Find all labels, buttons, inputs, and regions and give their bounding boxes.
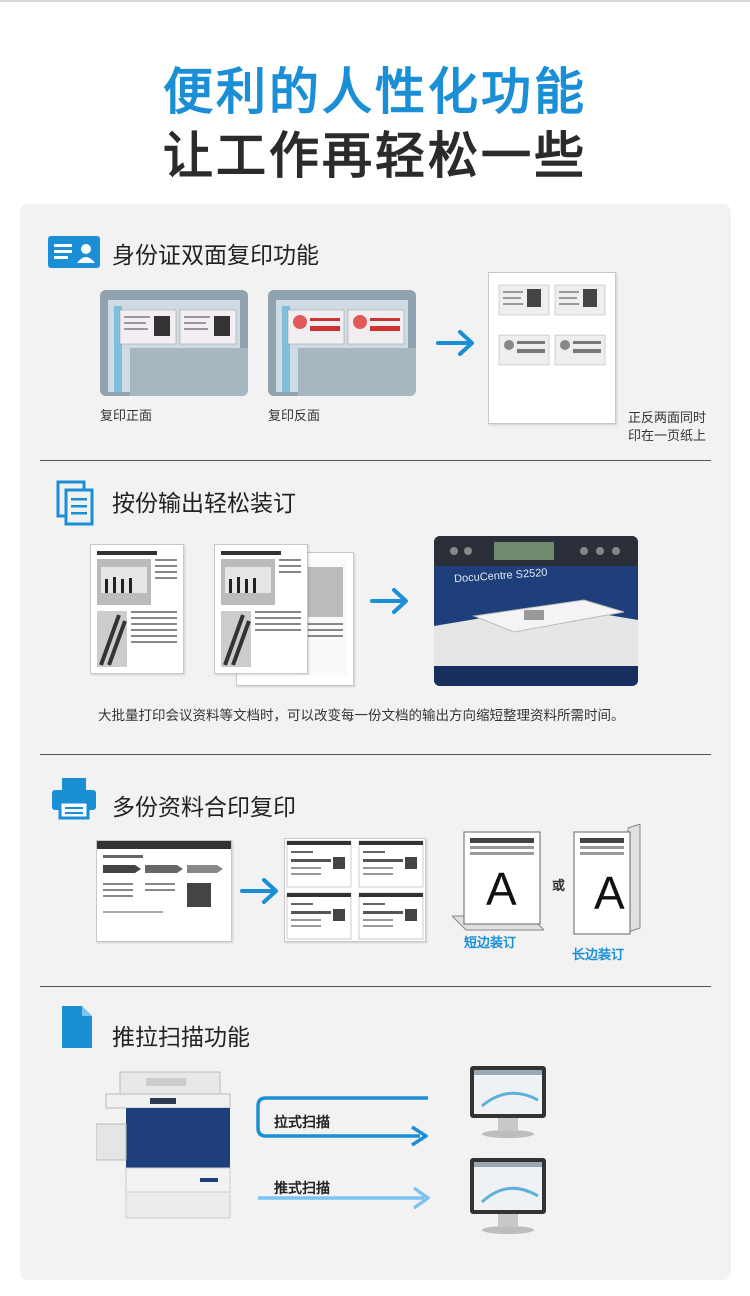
monitor-icon [468,1064,548,1142]
multifunction-printer-image [95,1068,232,1226]
id-back-photo [268,290,416,396]
printer-icon [50,776,98,825]
section-title-id-copy: 身份证双面复印功能 [112,242,319,268]
file-icon [60,1004,94,1055]
pull-scan-arrow [252,1092,432,1150]
push-scan-arrow [254,1180,434,1210]
section-title-scan: 推拉扫描功能 [112,1024,250,1050]
short-edge-label: 短边装订 [464,935,517,950]
id-front-photo [100,290,248,396]
newspaper-stack-2 [214,544,308,674]
section-title-sorted-output: 按份输出轻松装订 [112,490,296,516]
arrow-right-icon [436,328,476,363]
section-divider [40,986,711,987]
page-title: 便利的人性化功能 [163,64,587,120]
section-divider [40,460,711,461]
newspaper-stack-1 [90,544,184,674]
or-label: 或 [552,878,566,893]
top-border [0,0,750,2]
arrow-right-icon [240,876,280,911]
binding-letter-short: A [486,863,517,915]
docucentre-output-photo [434,536,638,686]
caption-copy-back: 复印反面 [268,408,321,423]
documents-icon [56,480,96,533]
section-title-nup-copy: 多份资料合印复印 [112,794,296,820]
caption-both-sides-line1: 正反两面同时 [628,410,707,425]
arrow-right-icon [370,586,410,621]
long-edge-binding-figure [572,823,642,942]
caption-copy-front: 复印正面 [100,408,153,423]
monitor-icon [468,1156,548,1240]
sorted-output-description: 大批量打印会议资料等文档时，可以改变每一份文档的输出方向缩短整理资料所需时间。 [98,708,625,723]
short-edge-binding-figure [450,830,546,932]
page-subtitle: 让工作再轻松一些 [163,128,587,184]
id-result-sheet [488,272,616,424]
pull-scan-label: 拉式扫描 [274,1114,330,1130]
section-divider [40,754,711,755]
caption-both-sides-line2: 印在一页纸上 [628,428,707,443]
source-document-stack [96,840,232,942]
long-edge-label: 长边装订 [572,947,625,962]
id-card-icon [48,236,100,273]
nup-result-sheet [284,838,426,942]
binding-letter-long: A [594,867,625,919]
push-scan-label: 推式扫描 [274,1180,330,1196]
